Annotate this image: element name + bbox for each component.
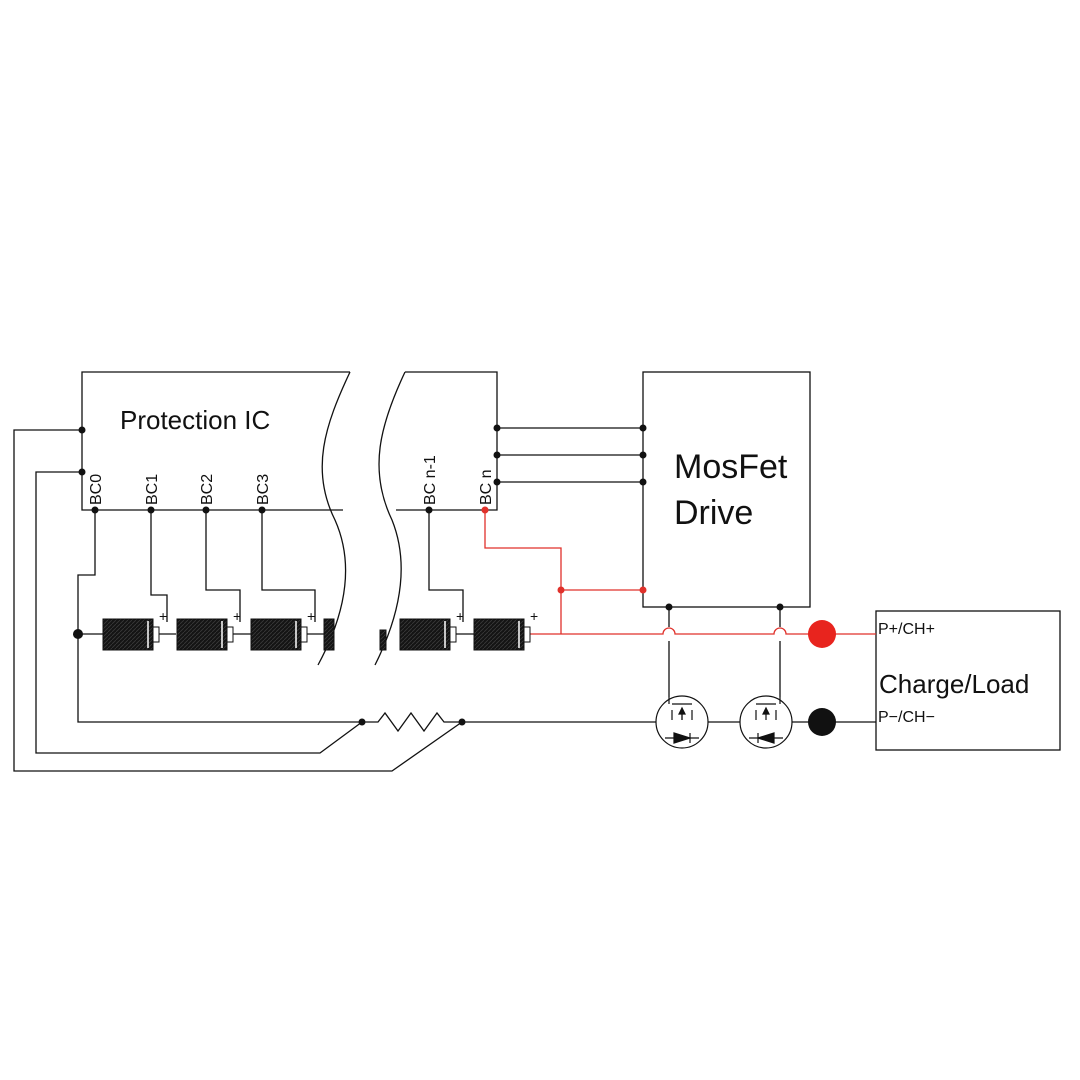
junction-dot xyxy=(493,478,501,486)
junction-dot xyxy=(91,506,99,514)
negative-terminal-label: P−/CH− xyxy=(878,709,935,726)
junction-dot xyxy=(73,629,83,639)
junction-dot xyxy=(493,451,501,459)
pin-label-bc3: BC3 xyxy=(255,474,272,505)
junction-dot xyxy=(78,426,86,434)
mosfet-charge xyxy=(739,695,793,749)
junction-dot xyxy=(639,424,647,432)
battery-plus-label: + xyxy=(530,608,538,624)
mosfet-drive-outline xyxy=(642,371,811,608)
positive-junction-dots xyxy=(481,506,647,594)
protection-ic-title: Protection IC xyxy=(120,405,270,435)
mosfet-discharge xyxy=(655,695,709,749)
battery-cell: + xyxy=(102,608,167,651)
battery-cells: + + + + + xyxy=(102,608,538,651)
battery-cell: + xyxy=(250,608,315,651)
positive-terminal xyxy=(808,620,836,648)
break-line-left xyxy=(317,371,351,666)
battery-cell: + xyxy=(399,608,464,651)
junction-dot xyxy=(358,718,366,726)
battery-plus-label: + xyxy=(456,608,464,624)
negative-terminal xyxy=(808,708,836,736)
charge-load-outline xyxy=(875,610,1061,751)
battery-cell: + xyxy=(473,608,538,651)
pin-label-bc1: BC1 xyxy=(144,474,161,505)
battery-cell: + xyxy=(176,608,241,651)
battery-plus-label: + xyxy=(159,608,167,624)
battery-plus-label: + xyxy=(307,608,315,624)
junction-dot xyxy=(481,506,489,514)
junction-dot xyxy=(147,506,155,514)
break-line-right xyxy=(374,371,406,666)
battery-cell-partial xyxy=(379,629,387,651)
junction-dot xyxy=(78,468,86,476)
positive-terminal-label: P+/CH+ xyxy=(878,621,935,638)
pin-label-bc-n: BC n xyxy=(478,469,495,505)
protection-ic-outline xyxy=(81,371,498,511)
pin-label-bc-n-1: BC n-1 xyxy=(422,455,439,505)
pin-label-bc0: BC0 xyxy=(88,474,105,505)
junction-dot xyxy=(639,478,647,486)
junction-dots xyxy=(73,424,784,726)
junction-dot xyxy=(202,506,210,514)
junction-dot xyxy=(557,586,565,594)
mosfet-drive-title-line2: Drive xyxy=(674,494,753,532)
junction-dot xyxy=(639,451,647,459)
junction-dot xyxy=(639,586,647,594)
junction-dot xyxy=(458,718,466,726)
junction-dot xyxy=(425,506,433,514)
junction-dot xyxy=(665,603,673,611)
junction-dot xyxy=(493,424,501,432)
junction-dot xyxy=(258,506,266,514)
mosfet-drive-title-line1: MosFet xyxy=(674,448,788,486)
pin-label-bc2: BC2 xyxy=(199,474,216,505)
battery-plus-label: + xyxy=(233,608,241,624)
battery-cell-partial xyxy=(323,618,335,651)
junction-dot xyxy=(776,603,784,611)
wiring xyxy=(13,371,1061,772)
charge-load-title: Charge/Load xyxy=(879,669,1029,699)
